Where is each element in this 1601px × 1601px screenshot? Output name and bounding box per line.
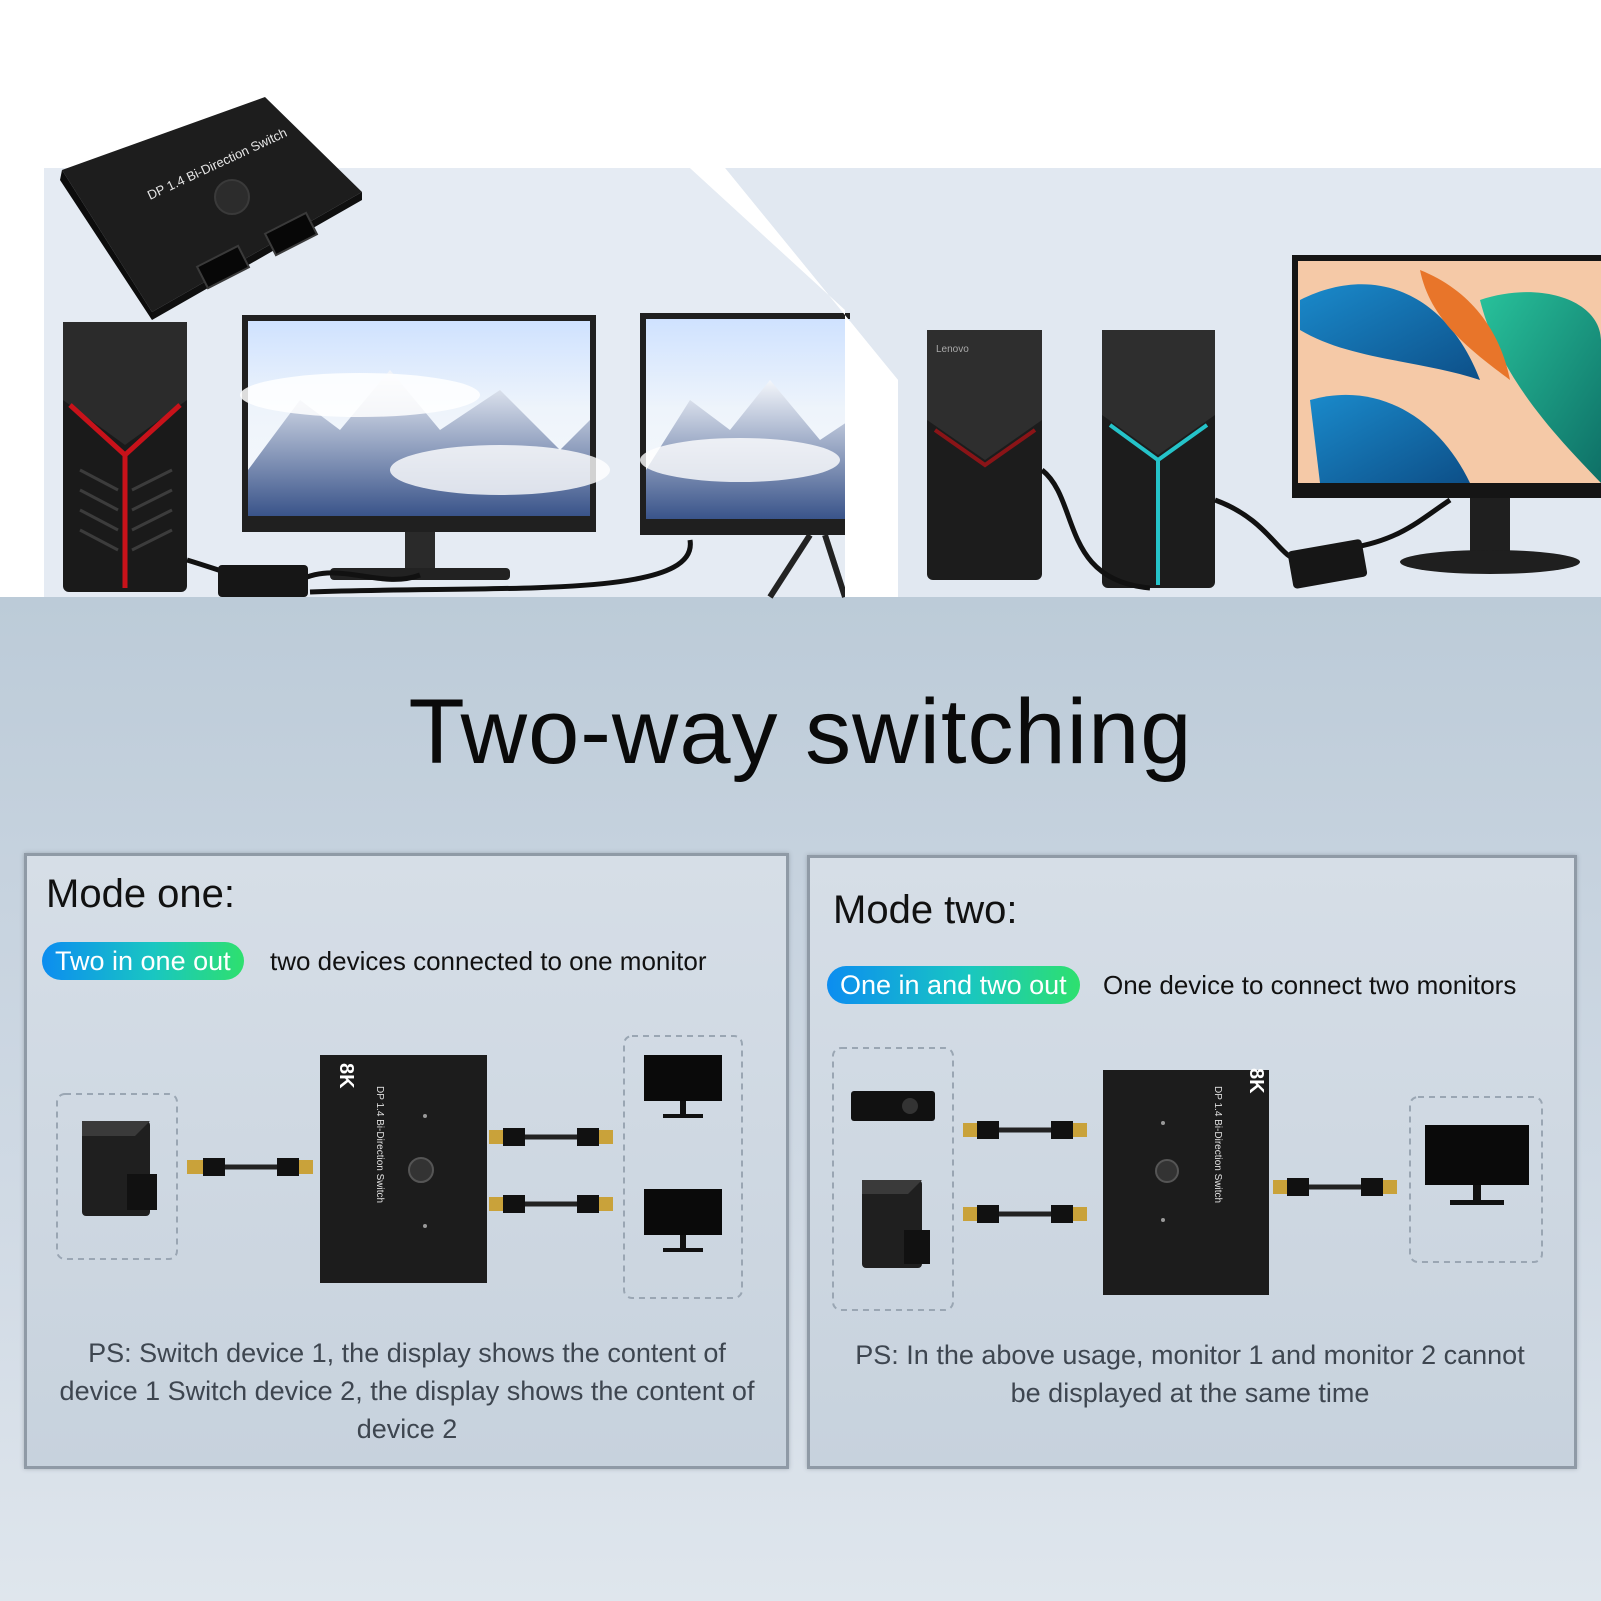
- monitor-icon-1: [644, 1055, 722, 1118]
- monitor-palm-leaves: [1292, 255, 1601, 574]
- av-receiver-icon: [851, 1091, 935, 1121]
- dp-switch-product: DP 1.4 Bi-Direction Switch: [60, 97, 362, 320]
- monitor-icon: [1425, 1125, 1529, 1205]
- switch-device-icon: 8K DP 1.4 Bi-Direction Switch: [1103, 1068, 1269, 1295]
- device-badge-8k: 8K: [1245, 1068, 1267, 1094]
- page-title: Two-way switching: [408, 681, 1193, 783]
- dp-cable-input-1: [963, 1121, 1087, 1139]
- mode-one-panel: 8K DP 1.4 Bi-Direction Switch Mode one: …: [24, 853, 789, 1469]
- mode-two-tag: One in and two out: [827, 966, 1080, 1004]
- mode-one-tag: Two in one out: [42, 942, 244, 980]
- mode-one-diagram: 8K DP 1.4 Bi-Direction Switch: [56, 1035, 743, 1299]
- device-label-text: DP 1.4 Bi-Direction Switch: [374, 1086, 385, 1203]
- mode-two-heading: Mode two:: [833, 888, 1018, 932]
- mode-two-panel: 8K DP 1.4 Bi-Direction Switch Mode two: …: [807, 855, 1577, 1469]
- mode-two-diagram: 8K DP 1.4 Bi-Direction Switch: [832, 1047, 1543, 1311]
- mode-one-note: PS: Switch device 1, the display shows t…: [59, 1338, 755, 1444]
- mode-one-description: two devices connected to one monitor: [270, 946, 707, 976]
- mode-two-description: One device to connect two monitors: [1103, 970, 1517, 1000]
- mode-two-note: PS: In the above usage, monitor 1 and mo…: [855, 1340, 1525, 1408]
- monitor-mountains-2: [640, 313, 850, 599]
- device-label-text: DP 1.4 Bi-Direction Switch: [1212, 1086, 1223, 1203]
- switch-device-icon: 8K DP 1.4 Bi-Direction Switch: [320, 1055, 487, 1283]
- pc-tower-teal: [1102, 330, 1215, 588]
- pc-brand-text: Lenovo: [936, 344, 969, 355]
- monitor-mountains-1: [240, 315, 610, 580]
- monitor-icon-2: [644, 1189, 722, 1252]
- pc-tower-left: [63, 322, 187, 592]
- computer-icon: [862, 1180, 930, 1268]
- hero-product-photo: DP 1.4 Bi-Direction Switch Lenovo: [44, 97, 1601, 599]
- dp-cable-output-1: [489, 1128, 613, 1146]
- device-badge-8k: 8K: [335, 1063, 357, 1089]
- mode-one-heading: Mode one:: [46, 872, 236, 916]
- computer-icon: [82, 1121, 157, 1216]
- dp-cable-input-2: [963, 1205, 1087, 1223]
- dp-cable-input: [187, 1158, 313, 1176]
- pc-tower-red: Lenovo: [927, 330, 1042, 580]
- dp-cable-output-2: [489, 1195, 613, 1213]
- dp-cable-output: [1273, 1178, 1397, 1196]
